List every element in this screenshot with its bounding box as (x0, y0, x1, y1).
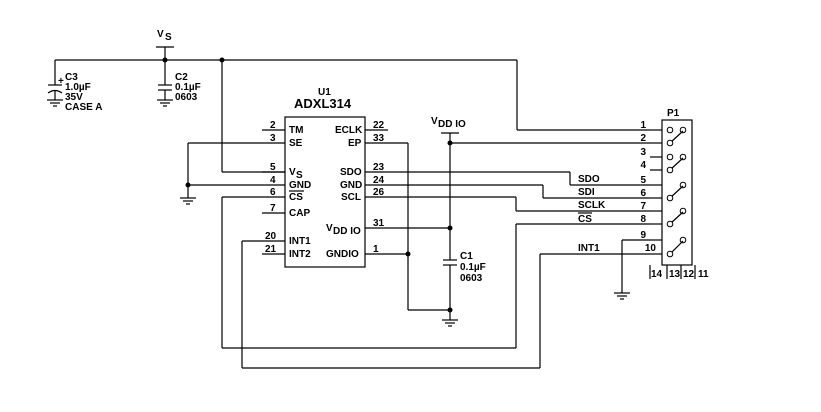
p1-bottom-pin: 12 (683, 269, 695, 280)
pin-name: V (326, 223, 333, 234)
pin-name: INT2 (289, 249, 311, 260)
pin-name: V (289, 167, 296, 178)
signal-label-int1: INT1 (578, 243, 600, 254)
svg-text:+: + (58, 76, 64, 87)
pin-number: 2 (270, 120, 276, 131)
pin-name: SCL (341, 192, 361, 203)
p1-pin-number: 1 (640, 120, 646, 131)
u1-part: ADXL314 (294, 96, 352, 111)
p1-pin-number: 5 (640, 175, 646, 186)
pin-name: GND (289, 180, 311, 191)
capacitor-c1: C1 0.1µF 0603 (442, 251, 486, 327)
chip-u1: U1 ADXL314 2 3 5 4 6 7 20 21 TM SE V S G… (262, 87, 388, 268)
c3-value: 1.0µF (65, 82, 91, 93)
p1-pin-number: 6 (640, 188, 646, 199)
pin-number: 24 (373, 175, 385, 186)
left-ground-wiring (180, 142, 262, 205)
pin-name: GND (340, 180, 362, 191)
pin-name: ECLK (335, 125, 363, 136)
p1-bottom-pin: 11 (698, 269, 709, 280)
pin-number: 21 (265, 244, 277, 255)
signal-label-cs: CS (578, 214, 592, 225)
capacitor-c2: C2 0.1µF 0603 (157, 60, 201, 107)
c2-package: 0603 (175, 92, 198, 103)
pin-number: 1 (373, 244, 379, 255)
c1-ref: C1 (460, 251, 473, 262)
vddio-label: V (431, 116, 438, 127)
pin-name: CAP (289, 208, 310, 219)
vddio-supply: V DD IO (388, 116, 650, 260)
pin-number: 31 (373, 218, 385, 229)
signal-wiring: SDO SDI SCLK CS INT1 (221, 171, 650, 369)
vs-label: V (157, 29, 164, 40)
pin-number: 5 (270, 162, 276, 173)
c3-voltage: 35V (65, 92, 83, 103)
c2-ref: C2 (175, 72, 188, 83)
top-rail (55, 57, 650, 173)
p1-pin-number: 8 (640, 214, 646, 225)
u1-body (284, 116, 366, 268)
pin-number: 20 (265, 231, 277, 242)
pin-number: 6 (270, 187, 276, 198)
p1-bottom-pin: 14 (651, 269, 663, 280)
pin-name: SE (289, 138, 303, 149)
capacitor-c3: + C3 1.0µF 35V CASE A (47, 60, 102, 113)
p1-body (661, 119, 693, 266)
pin-name: EP (348, 138, 362, 149)
connector-p1: P1 1 2 3 4 5 6 (640, 108, 709, 280)
pin-name: INT1 (289, 236, 311, 247)
c3-ref: C3 (65, 72, 78, 83)
p1-pin-number: 10 (645, 243, 657, 254)
p1-bottom-pin: 13 (669, 269, 681, 280)
pin-name: CS (289, 192, 303, 203)
c1-package: 0603 (460, 273, 483, 284)
c3-case: CASE A (65, 102, 102, 113)
vddio-label-sub: DD IO (438, 119, 466, 130)
pin-name-sub: DD IO (333, 226, 361, 237)
u1-ref: U1 (318, 87, 331, 98)
p1-pin-number: 9 (640, 230, 646, 241)
signal-label-sdo: SDO (578, 174, 600, 185)
signal-label-sdi: SDI (578, 187, 595, 198)
signal-label-sclk: SCLK (578, 200, 606, 211)
pin-number: 26 (373, 187, 385, 198)
p1-ref: P1 (667, 108, 680, 119)
ep-gndio-wiring (388, 142, 450, 311)
p1-pin-number: 7 (640, 201, 646, 212)
pin-name: TM (289, 125, 303, 136)
pin-name-sub: S (296, 170, 303, 181)
p1-pin-number: 4 (640, 160, 646, 171)
pin-name: SDO (340, 167, 362, 178)
p1-pin-number: 2 (640, 133, 646, 144)
pin-number: 3 (270, 133, 276, 144)
c2-value: 0.1µF (175, 82, 201, 93)
pin-number: 33 (373, 133, 385, 144)
vs-supply: V S (156, 29, 174, 60)
pin-name: GNDIO (326, 249, 359, 260)
vs-label-sub: S (165, 32, 172, 43)
pin-number: 7 (270, 203, 276, 214)
pin-number: 23 (373, 162, 385, 173)
pin-number: 22 (373, 120, 385, 131)
p1-pin-number: 3 (640, 147, 646, 158)
c1-value: 0.1µF (460, 262, 486, 273)
pin-number: 4 (270, 175, 276, 186)
